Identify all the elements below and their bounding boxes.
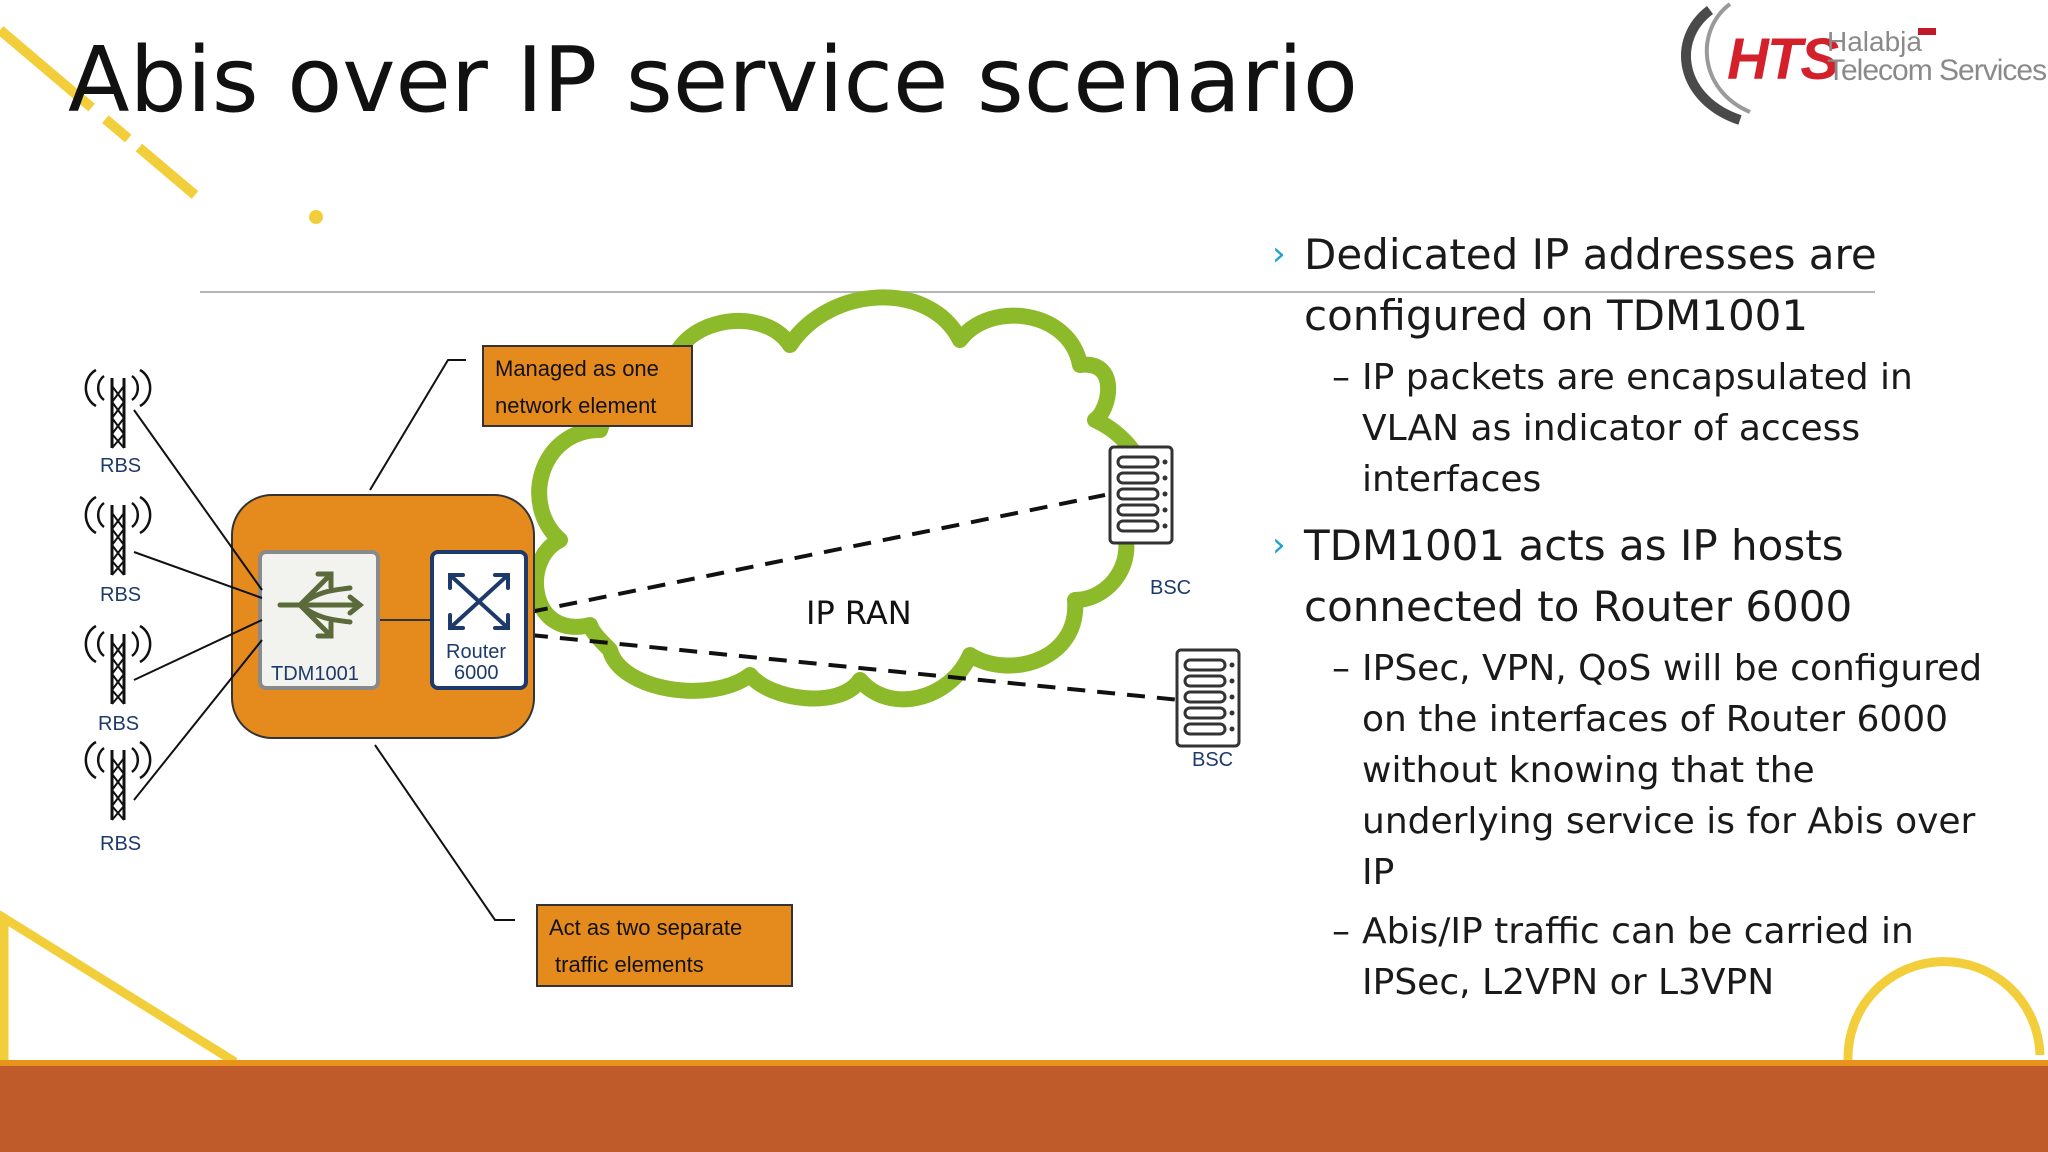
sub-bullet-item: – IPSec, VPN, QoS will be configured on … — [1272, 643, 2012, 898]
logo-line1: Halabja — [1827, 26, 1922, 57]
router-label-line1: Router — [446, 641, 506, 663]
cloud-label: IP RAN — [806, 594, 912, 632]
tdm1001-label: TDM1001 — [271, 663, 359, 685]
rbs-label: RBS — [98, 713, 139, 735]
rbs-tower-icon — [84, 495, 152, 577]
bullet-text: Dedicated IP addresses are configured on… — [1304, 230, 1877, 340]
callout-top-line2: network element — [495, 393, 656, 418]
decor-yellow-arc — [1843, 956, 2045, 1061]
router-arrows-icon — [448, 573, 510, 630]
bsc-server-icon — [1175, 648, 1241, 748]
callout-bottom-leader — [374, 744, 515, 921]
callout-bottom-line1: Act as two separate — [549, 915, 742, 940]
bullet-list: › Dedicated IP addresses are configured … — [1272, 224, 2012, 1008]
link-router-bsc-1 — [529, 493, 1106, 614]
callout-bottom-box — [536, 904, 793, 987]
bsc-label: BSC — [1192, 749, 1233, 771]
logo-swoosh-icon — [1681, 2, 1751, 125]
rbs-label: RBS — [100, 455, 141, 477]
rbs-label: RBS — [100, 833, 141, 855]
callout-top-line1: Managed as one — [495, 356, 659, 381]
link-router-bsc-2 — [529, 633, 1181, 702]
footer-stripe — [0, 1060, 2048, 1068]
decor-yellow-triangle — [0, 910, 238, 1066]
sub-bullet-text: Abis/IP traffic can be carried in IPSec,… — [1362, 911, 1914, 1003]
dash-marker-icon: – — [1332, 648, 1350, 689]
bullet-item: › Dedicated IP addresses are configured … — [1272, 224, 2012, 346]
rbs-tower-icon — [84, 368, 152, 450]
bullet-item: › TDM1001 acts as IP hosts connected to … — [1272, 515, 2012, 637]
sub-bullet-item: – Abis/IP traffic can be carried in IPSe… — [1272, 906, 2012, 1008]
dash-marker-icon: – — [1332, 911, 1350, 952]
hts-logo: HTS Halabja Telecom Services — [1670, 0, 2048, 130]
dash-marker-icon: – — [1332, 357, 1350, 398]
callout-bottom-line2: traffic elements — [555, 952, 704, 977]
router-label-line2: 6000 — [454, 662, 499, 684]
callout-top-box — [482, 345, 693, 427]
router-6000-device — [430, 550, 528, 690]
footer-bar — [0, 1066, 2048, 1152]
bsc-server-icon — [1108, 445, 1174, 545]
decor-yellow-stroke-top — [0, 26, 199, 199]
logo-dash — [1918, 28, 1936, 35]
bullet-text: TDM1001 acts as IP hosts connected to Ro… — [1304, 521, 1853, 631]
rbs-label: RBS — [100, 584, 141, 606]
slide-title: Abis over IP service scenario — [68, 28, 1358, 133]
logo-line2: Telecom Services — [1827, 54, 2047, 87]
decor-dot — [309, 210, 323, 224]
logo-brand: HTS — [1727, 27, 1839, 92]
bsc-label: BSC — [1150, 577, 1191, 599]
sub-bullet-text: IP packets are encapsulated in VLAN as i… — [1362, 357, 1913, 500]
rbs-tower-icon — [84, 740, 152, 822]
sub-bullet-item: – IP packets are encapsulated in VLAN as… — [1272, 352, 2012, 505]
rbs-tower-icon — [84, 624, 152, 706]
tdm-arrows-icon — [277, 571, 365, 639]
chevron-right-icon: › — [1272, 525, 1286, 565]
chevron-right-icon: › — [1272, 234, 1286, 274]
rbs-links — [133, 409, 263, 801]
callout-top-leader — [369, 359, 466, 491]
network-diagram: IP RAN TDM1001 Router 6000 RBS RBS RBS R… — [84, 289, 1241, 987]
sub-bullet-text: IPSec, VPN, QoS will be configured on th… — [1362, 648, 1983, 893]
